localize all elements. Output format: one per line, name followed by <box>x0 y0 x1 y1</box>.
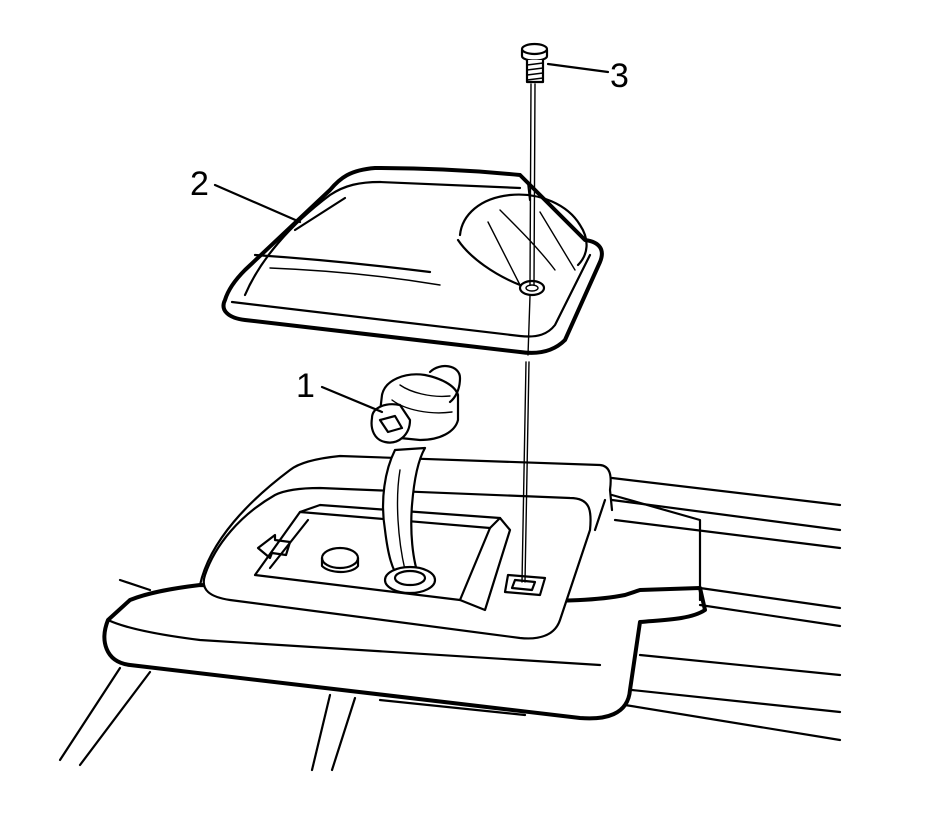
screw <box>520 42 549 84</box>
callout-3: 3 <box>610 57 629 95</box>
alignment-lines <box>521 83 536 583</box>
leader-lines <box>213 62 610 414</box>
leader-line-1 <box>320 385 384 414</box>
leader-line-3 <box>546 62 610 74</box>
leader-line-2 <box>213 183 302 224</box>
callout-2: 2 <box>190 165 209 203</box>
callout-1: 1 <box>296 367 315 405</box>
shift-lever-boot <box>370 364 462 595</box>
shift-cover <box>221 166 604 355</box>
